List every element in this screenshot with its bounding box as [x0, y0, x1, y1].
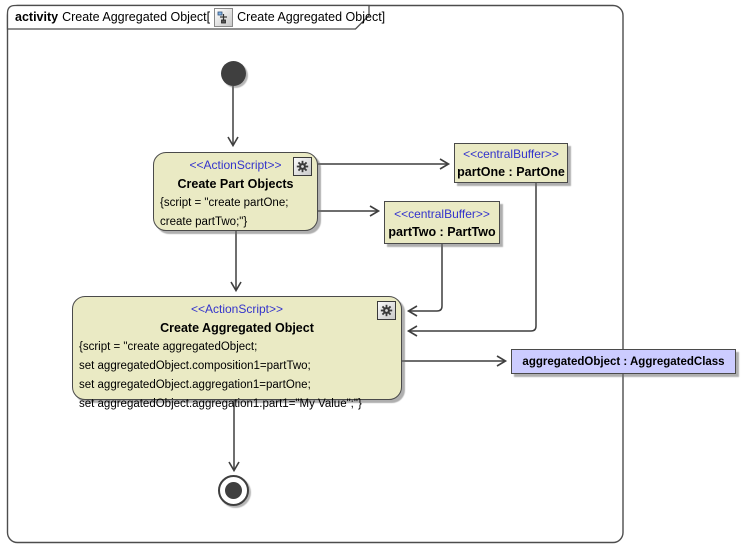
initial-node[interactable] — [221, 61, 246, 86]
diagram-frame — [6, 4, 624, 544]
action-name: Create Part Objects — [177, 177, 294, 191]
buffer-parttwo[interactable]: <<centralBuffer>> partTwo : PartTwo — [384, 201, 500, 244]
buffer-partone[interactable]: <<centralBuffer>> partOne : PartOne — [454, 143, 568, 183]
frame-title: activity Create Aggregated Object [ Crea… — [7, 5, 385, 29]
object-aggregated-object[interactable]: aggregatedObject : AggregatedClass — [511, 349, 736, 374]
script-line: set aggregatedObject.composition1=partTw… — [79, 360, 311, 372]
frame-activity-name: Create Aggregated Object — [62, 10, 207, 24]
action-name: Create Aggregated Object — [160, 321, 314, 335]
frame-diagram-name: Create Aggregated Object — [237, 10, 382, 24]
final-node[interactable] — [218, 475, 249, 506]
stereotype-label: <<centralBuffer>> — [394, 206, 490, 221]
stereotype-label: <<ActionScript>> — [190, 302, 284, 316]
edge-partone-to-create-aggregated[interactable] — [406, 183, 537, 337]
gear-icon — [293, 157, 312, 176]
action-create-aggregated-object[interactable]: <<ActionScript>> Create Aggregated Objec… — [72, 296, 402, 410]
script-line: create partTwo;"} — [160, 216, 248, 228]
frame-keyword: activity — [15, 10, 59, 24]
edge-parttwo-to-create-aggregated[interactable] — [406, 244, 443, 317]
stereotype-label: <<ActionScript>> — [189, 158, 282, 172]
activity-diagram-icon — [214, 7, 234, 27]
action-create-part-objects[interactable]: <<ActionScript>> Create Part Objects {sc… — [153, 152, 318, 231]
gear-icon — [377, 301, 396, 320]
script-line: {script = "create partOne; — [160, 197, 289, 209]
final-node-inner-dot — [225, 482, 242, 499]
stereotype-label: <<centralBuffer>> — [463, 147, 559, 161]
frame-title-tab-shape — [6, 4, 370, 30]
buffer-name: partTwo : PartTwo — [388, 224, 496, 239]
buffer-name: partOne : PartOne — [457, 165, 565, 179]
script-line: set aggregatedObject.aggregation1=partOn… — [79, 379, 311, 391]
script-line: {script = "create aggregatedObject; — [79, 341, 258, 353]
script-line: set aggregatedObject.aggregation1.part1=… — [79, 398, 362, 410]
frame-close-bracket: ] — [381, 10, 386, 24]
object-name: aggregatedObject : AggregatedClass — [522, 355, 725, 368]
frame-open-bracket: [ — [206, 10, 211, 24]
